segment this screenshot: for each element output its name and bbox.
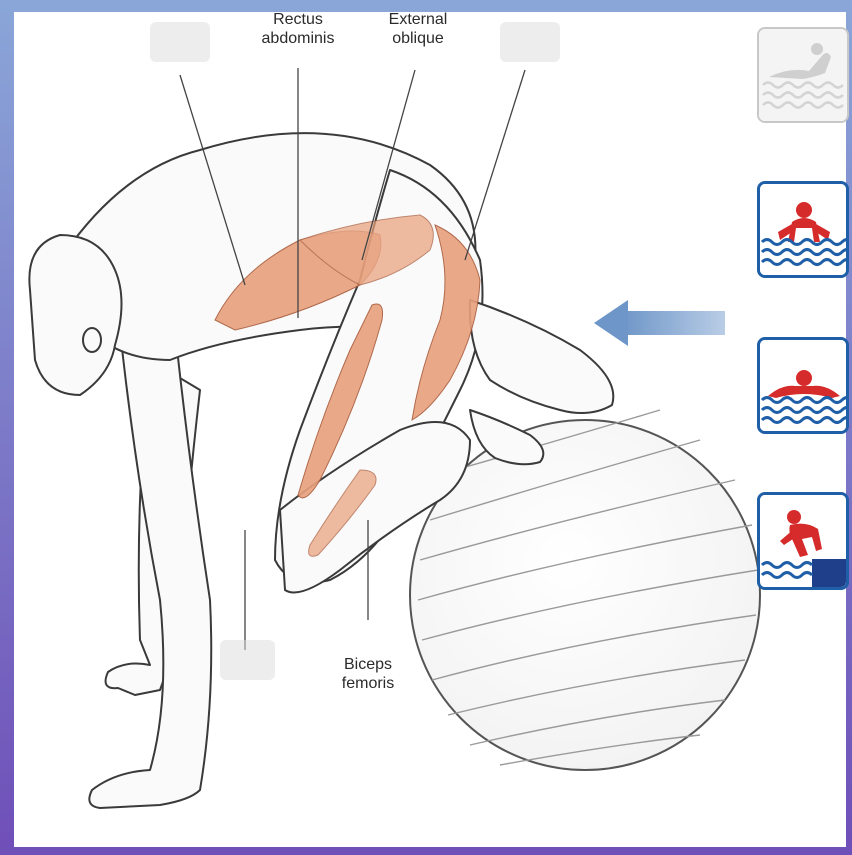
swim-butterfly-pull-icon — [757, 181, 849, 278]
label-biceps-line2: femoris — [326, 674, 410, 693]
label-oblique-line1: External — [376, 10, 460, 29]
label-oblique-line2: oblique — [376, 29, 460, 48]
label-rectus-line2: abdominis — [252, 29, 344, 48]
label-rectus-abdominis: Rectus abdominis — [252, 10, 344, 48]
label-external-oblique: External oblique — [376, 10, 460, 48]
label-biceps-femoris: Biceps femoris — [326, 655, 410, 693]
label-biceps-line1: Biceps — [326, 655, 410, 674]
swim-crawl-icon — [757, 27, 849, 123]
swim-butterfly-glide-icon — [757, 337, 849, 434]
label-rectus-line1: Rectus — [252, 10, 344, 29]
swim-dive-start-icon — [757, 492, 849, 590]
